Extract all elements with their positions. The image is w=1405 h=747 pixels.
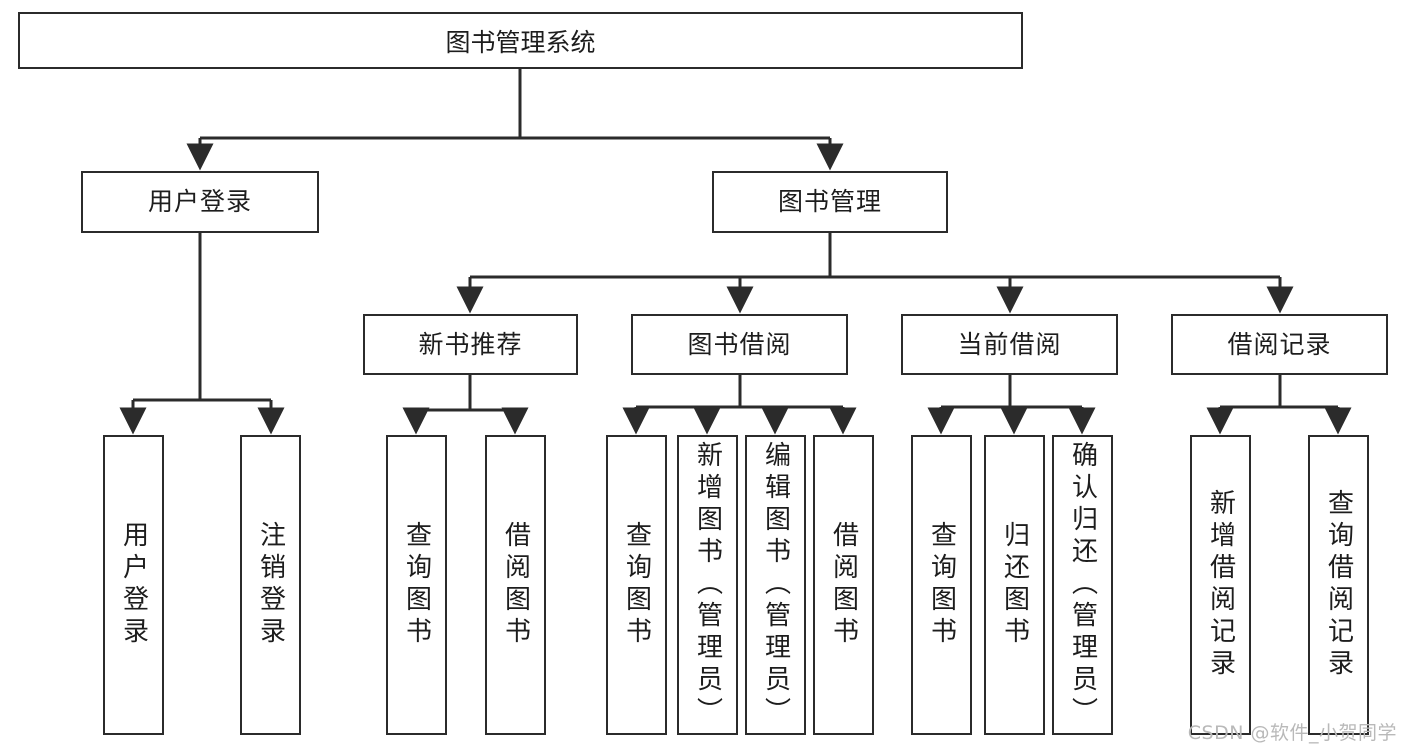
node-borrow-records-label: 借阅记录	[1227, 329, 1332, 359]
node-leaf-add-book-label: 新增图书（管理员）	[692, 441, 723, 729]
node-leaf-query-book-1[interactable]: 查询图书	[386, 435, 447, 735]
node-new-book-recommend[interactable]: 新书推荐	[363, 314, 578, 375]
node-leaf-borrow-book-2[interactable]: 借阅图书	[813, 435, 874, 735]
node-new-book-recommend-label: 新书推荐	[418, 329, 523, 359]
csdn-watermark: CSDN @软件_小贺同学	[1187, 722, 1397, 744]
node-leaf-query-book-2[interactable]: 查询图书	[606, 435, 667, 735]
node-leaf-query-book-2-label: 查询图书	[621, 521, 652, 649]
node-leaf-add-record[interactable]: 新增借阅记录	[1190, 435, 1251, 735]
node-leaf-query-book-3[interactable]: 查询图书	[911, 435, 972, 735]
node-leaf-borrow-book-2-label: 借阅图书	[828, 521, 859, 649]
node-current-borrow-label: 当前借阅	[957, 329, 1062, 359]
node-leaf-logout-label: 注销登录	[255, 521, 286, 649]
node-leaf-add-book[interactable]: 新增图书（管理员）	[677, 435, 738, 735]
node-leaf-query-record[interactable]: 查询借阅记录	[1308, 435, 1369, 735]
node-leaf-add-record-label: 新增借阅记录	[1205, 489, 1236, 681]
node-current-borrow[interactable]: 当前借阅	[901, 314, 1118, 375]
node-leaf-logout[interactable]: 注销登录	[240, 435, 301, 735]
node-leaf-user-login-label: 用户登录	[118, 521, 149, 649]
node-leaf-confirm-return[interactable]: 确认归还（管理员）	[1052, 435, 1113, 735]
node-leaf-edit-book[interactable]: 编辑图书（管理员）	[745, 435, 806, 735]
node-leaf-query-book-1-label: 查询图书	[401, 521, 432, 649]
node-leaf-edit-book-label: 编辑图书（管理员）	[760, 441, 791, 729]
node-user-login-label: 用户登录	[147, 187, 252, 217]
node-leaf-borrow-book-1[interactable]: 借阅图书	[485, 435, 546, 735]
node-root[interactable]: 图书管理系统	[18, 12, 1023, 69]
node-leaf-user-login[interactable]: 用户登录	[103, 435, 164, 735]
node-borrow-records[interactable]: 借阅记录	[1171, 314, 1388, 375]
node-leaf-query-record-label: 查询借阅记录	[1323, 489, 1354, 681]
node-leaf-borrow-book-1-label: 借阅图书	[500, 521, 531, 649]
node-leaf-confirm-return-label: 确认归还（管理员）	[1067, 441, 1098, 729]
node-root-label: 图书管理系统	[445, 27, 596, 57]
node-book-manage-label: 图书管理	[777, 187, 882, 217]
node-user-login[interactable]: 用户登录	[81, 171, 319, 233]
node-book-borrow-label: 图书借阅	[687, 329, 792, 359]
node-leaf-return-book[interactable]: 归还图书	[984, 435, 1045, 735]
node-book-manage[interactable]: 图书管理	[712, 171, 948, 233]
node-book-borrow[interactable]: 图书借阅	[631, 314, 848, 375]
node-leaf-return-book-label: 归还图书	[999, 521, 1030, 649]
node-leaf-query-book-3-label: 查询图书	[926, 521, 957, 649]
